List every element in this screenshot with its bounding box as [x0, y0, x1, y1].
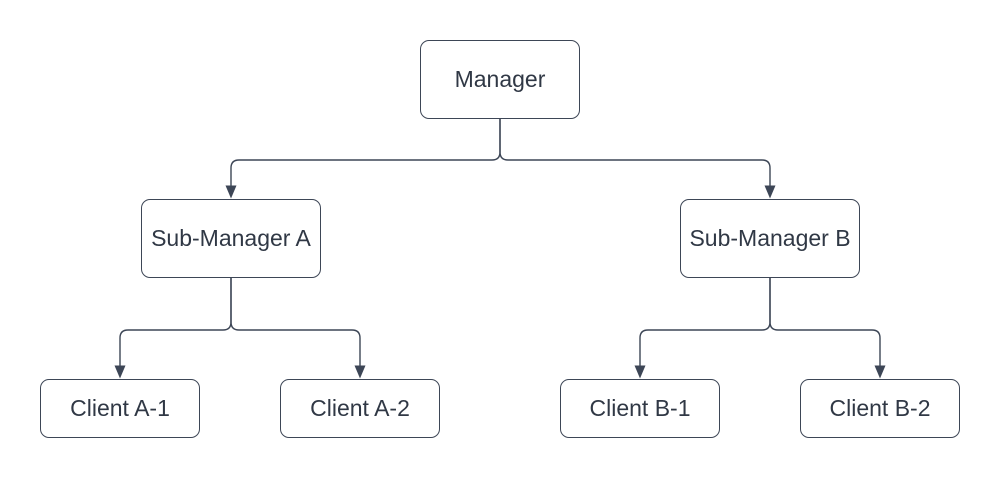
- edge-sub-manager-b-to-client-b-2: [769, 278, 881, 367]
- arrowhead-sub-manager-a: [225, 185, 237, 199]
- edge-manager-to-sub-manager-b: [499, 119, 771, 187]
- edge-sub-manager-b-to-client-b-1: [639, 278, 771, 367]
- node-client-b-2-label: Client B-2: [829, 394, 931, 421]
- node-client-a-2[interactable]: Client A-2: [280, 379, 440, 438]
- node-client-b-2[interactable]: Client B-2: [800, 379, 960, 438]
- edge-sub-manager-a-to-client-a-1: [119, 278, 232, 367]
- node-client-b-1-label: Client B-1: [589, 394, 691, 421]
- arrowhead-client-b-2: [874, 365, 886, 379]
- node-sub-manager-b[interactable]: Sub-Manager B: [680, 199, 860, 278]
- node-sub-manager-a-label: Sub-Manager A: [151, 224, 311, 251]
- node-client-a-2-label: Client A-2: [310, 394, 410, 421]
- node-manager-label: Manager: [454, 65, 546, 92]
- node-sub-manager-b-label: Sub-Manager B: [689, 224, 851, 251]
- edge-sub-manager-a-to-client-a-2: [230, 278, 361, 367]
- edge-manager-to-sub-manager-a: [230, 119, 501, 187]
- arrowhead-sub-manager-b: [764, 185, 776, 199]
- node-manager[interactable]: Manager: [420, 40, 580, 119]
- arrowhead-client-a-1: [114, 365, 126, 379]
- node-client-a-1[interactable]: Client A-1: [40, 379, 200, 438]
- arrowhead-client-b-1: [634, 365, 646, 379]
- node-client-b-1[interactable]: Client B-1: [560, 379, 720, 438]
- node-sub-manager-a[interactable]: Sub-Manager A: [141, 199, 321, 278]
- node-client-a-1-label: Client A-1: [70, 394, 170, 421]
- arrowhead-client-a-2: [354, 365, 366, 379]
